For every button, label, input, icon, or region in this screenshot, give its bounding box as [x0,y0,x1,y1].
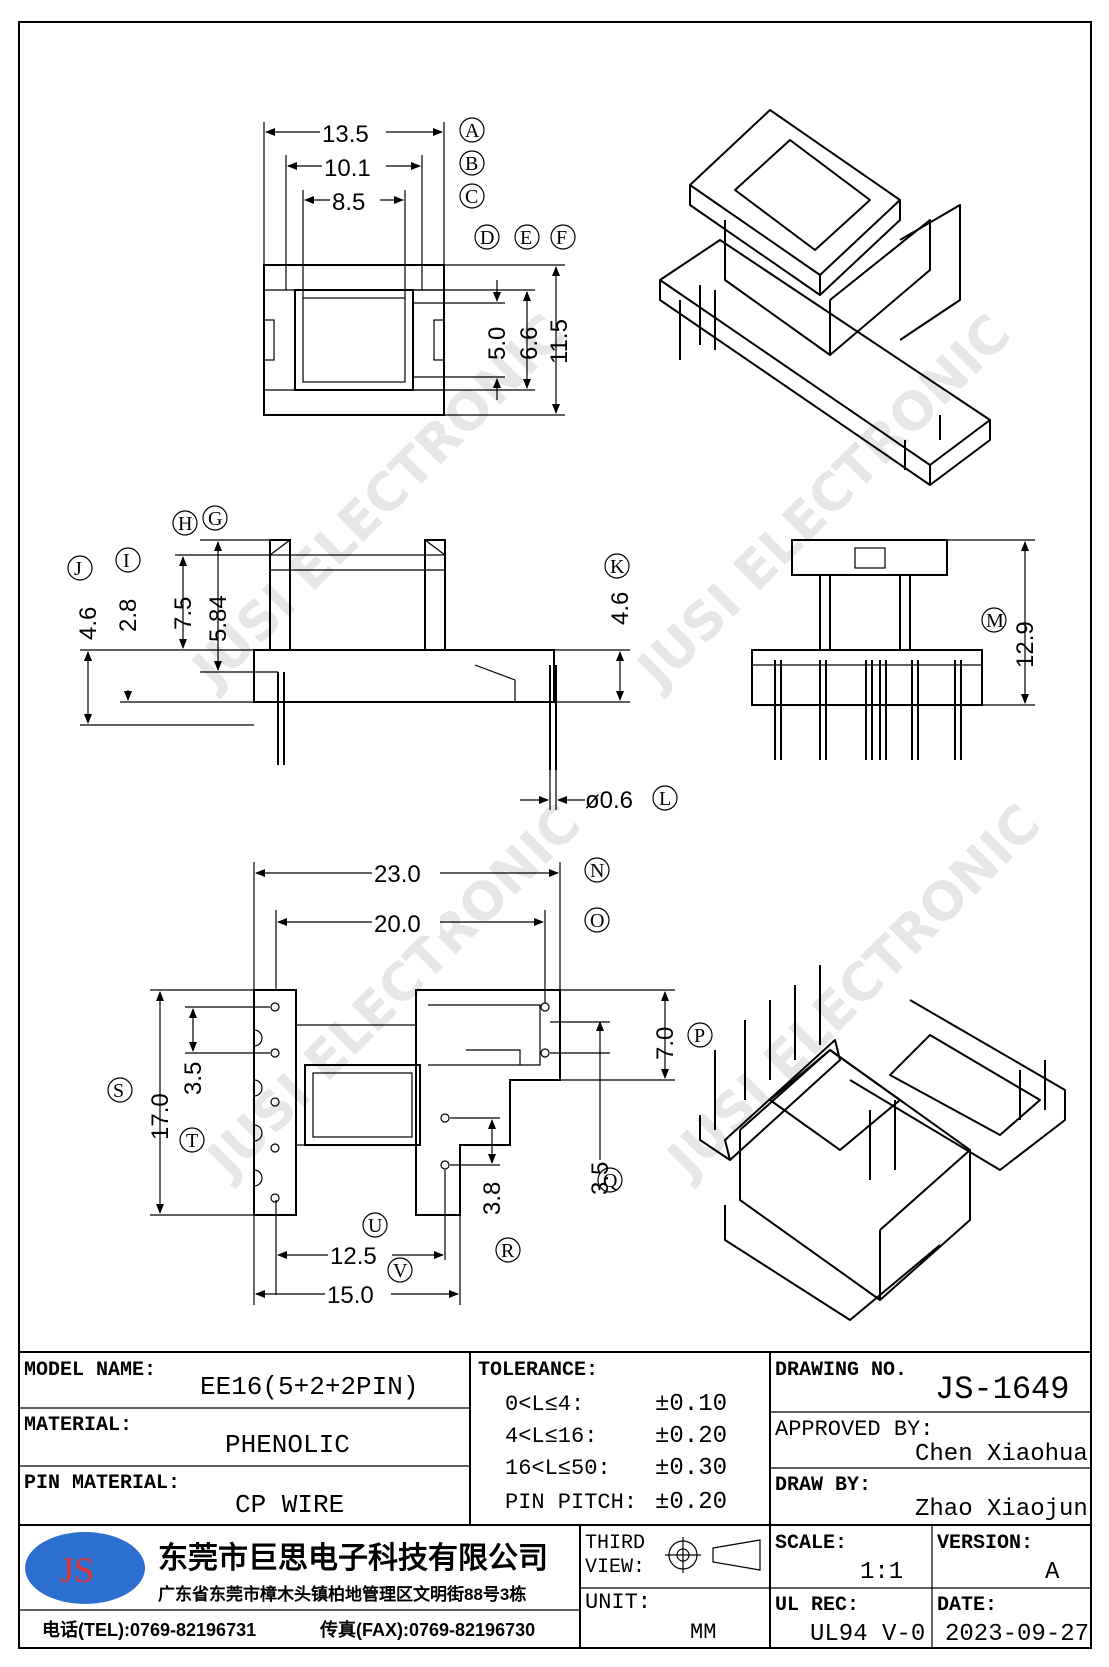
tolerance-range-3: 16<L≤50: [505,1456,611,1481]
label-p: P [694,1025,705,1047]
label-o: O [590,910,604,932]
draw-by-value: Zhao Xiaojun [915,1496,1088,1523]
dim-j: 4.6 [75,607,102,640]
dim-r: 3.8 [479,1182,506,1215]
approved-by-label: APPROVED BY: [775,1417,933,1442]
label-k: K [610,556,625,578]
date-label: DATE: [937,1594,997,1617]
company-logo-text: JS [60,1550,94,1590]
dim-a: 13.5 [322,121,369,148]
tolerance-value-4: ±0.20 [655,1489,727,1516]
label-g: G [208,508,222,530]
label-u: U [368,1215,383,1237]
dim-e: 6.6 [516,327,543,360]
dim-v: 15.0 [327,1282,374,1309]
label-v: V [393,1260,408,1282]
company-logo [25,1532,145,1604]
pin-material-label: PIN MATERIAL: [24,1472,180,1495]
dim-o: 20.0 [374,911,421,938]
dim-h: 5.84 [205,595,232,642]
label-m: M [986,610,1004,632]
tolerance-range-4: PIN PITCH: [505,1490,637,1515]
label-d: D [480,227,494,249]
dim-b: 10.1 [324,155,371,182]
dim-p: 7.0 [652,1027,679,1060]
label-h: H [178,513,192,535]
model-name-value: EE16(5+2+2PIN) [200,1372,418,1402]
third-view-label-2: VIEW: [585,1556,645,1579]
dim-k: 4.6 [607,592,634,625]
ul-rec-label: UL REC: [775,1594,859,1617]
tolerance-range-2: 4<L≤16: [505,1424,597,1449]
iso-view-top [659,109,991,486]
pin-material-value: CP WIRE [235,1490,344,1520]
top-view: 13.5 10.1 8.5 5.0 6.6 11.5 A B C D E F [263,117,576,416]
side-view-left: 4.6 2.8 7.5 5.84 4.6 ø0.6 H G J I K L [67,505,678,814]
drawing-no-value: JS-1649 [935,1371,1069,1408]
label-b: B [465,153,478,175]
dim-d: 5.0 [484,327,511,360]
label-a: A [465,120,480,142]
dim-s: 17.0 [147,1093,174,1140]
side-view-right: 12.9 M [751,539,1039,760]
label-q: Q [603,1170,618,1192]
company-address: 广东省东莞市樟木头镇柏地管理区文明街88号3栋 [158,1584,526,1604]
watermark-text-1: JUSI ELECTRONIC [180,304,578,702]
tolerance-value-2: ±0.20 [655,1423,727,1450]
material-value: PHENOLIC [225,1430,350,1460]
label-c: C [465,186,478,208]
third-view-label-1: THIRD [585,1532,645,1555]
watermark-text-2: JUSI ELECTRONIC [625,304,1023,702]
bottom-view: 23.0 20.0 17.0 3.5 7.0 3.5 3.8 12.5 15 [107,857,713,1309]
label-t: T [186,1130,198,1152]
label-r: R [501,1240,515,1262]
label-f: F [556,227,567,249]
dim-l: ø0.6 [585,787,633,814]
approved-by-value: Chen Xiaohua [915,1441,1088,1468]
label-e: E [520,227,532,249]
label-n: N [590,860,604,882]
version-label: VERSION: [937,1532,1033,1555]
tolerance-label: TOLERANCE: [478,1359,598,1382]
model-name-label: MODEL NAME: [24,1359,156,1382]
sheet-border [18,21,1092,1649]
iso-view-bottom [699,965,1066,1321]
third-angle-projection-icon [665,1537,761,1573]
label-i: I [123,550,130,572]
label-j: J [74,558,82,580]
label-l: L [659,788,671,810]
draw-by-label: DRAW BY: [775,1474,871,1497]
scale-label: SCALE: [775,1532,847,1555]
dim-t: 3.5 [180,1062,207,1095]
title-block: MODEL NAME: EE16(5+2+2PIN) MATERIAL: PHE… [19,1351,1091,1648]
dim-m: 12.9 [1012,621,1039,668]
scale-value: 1:1 [860,1559,903,1586]
dim-q: 3.5 [587,1162,614,1195]
label-s: S [113,1080,124,1102]
company-tel: 电话(TEL):0769-82196731 [42,1619,256,1640]
dim-c: 8.5 [332,189,365,216]
watermark: JUSI ELECTRONIC JUSI ELECTRONIC JUSI ELE… [180,304,1053,1192]
dim-f: 11.5 [546,319,573,364]
material-label: MATERIAL: [24,1414,132,1437]
dim-n: 23.0 [374,861,421,888]
dim-u: 12.5 [330,1243,377,1270]
tolerance-range-1: 0<L≤4: [505,1392,584,1417]
company-name: 东莞市巨思电子科技有限公司 [158,1541,548,1575]
unit-value: MM [690,1620,716,1645]
tolerance-value-1: ±0.10 [655,1391,727,1418]
dim-g: 7.5 [170,597,197,630]
date-value: 2023-09-27 [945,1621,1089,1648]
drawing-no-label: DRAWING NO. [775,1359,907,1382]
dim-i: 2.8 [115,599,142,632]
tolerance-value-3: ±0.30 [655,1455,727,1482]
ul-rec-value: UL94 V-0 [810,1621,925,1648]
company-fax: 传真(FAX):0769-82196730 [319,1619,535,1640]
unit-label: UNIT: [585,1590,651,1615]
version-value: A [1045,1559,1060,1586]
